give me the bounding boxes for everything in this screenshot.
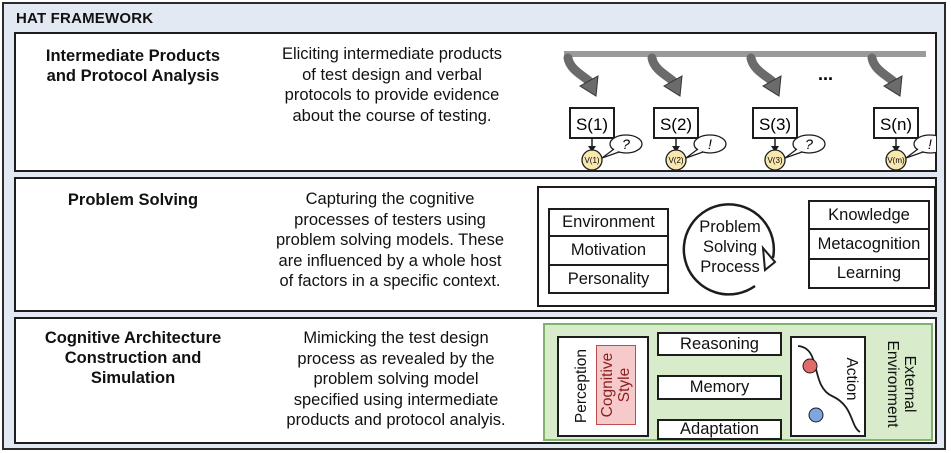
step-arrow-head [762,75,782,97]
factor-motivation: Motivation [548,235,669,266]
factor-personality: Personality [548,264,669,294]
section-title: Intermediate Products and Protocol Analy… [45,47,221,85]
factor-metacognition: Metacognition [808,228,930,260]
step-down-arrowhead [672,146,680,152]
section-description: Eliciting intermediate products of test … [281,45,503,125]
verbal-label: V(2) [668,156,683,165]
step-down-arrowhead [892,146,900,152]
speech-bubble-mark: ? [622,136,630,152]
section-title: Cognitive Architecture Construction and … [44,329,222,387]
section-description: Mimicking the test design process as rev… [286,329,506,429]
verbal-node [885,149,907,170]
factor-environment: Environment [548,208,669,237]
speech-bubble-tail [784,148,803,159]
step-box [569,107,615,139]
step-arrow-head [579,75,599,97]
step-arrow-icon [867,53,899,87]
speech-bubble-tail [685,148,704,159]
step-arrow-head [883,75,903,97]
verbal-node [581,149,603,170]
section-description: Capturing the cognitive processes of tes… [275,190,505,290]
step-label: S(n) [880,115,912,134]
speech-bubble-icon [609,134,643,154]
section-cognitive-architecture: Cognitive Architecture Construction and … [14,317,937,444]
verbal-node [764,149,786,170]
step-arrow-icon [647,53,679,87]
action-curve-icon [797,345,861,433]
protocol-diagram: S(1) V(1)? S(2) V(2)! S(3) V(3)? S(n) V(m)! ... [563,51,936,170]
speech-bubble-mark: ! [708,136,712,152]
section-protocol-analysis: Intermediate Products and Protocol Analy… [14,32,937,172]
factor-learning: Learning [808,258,930,289]
cognitive-style-box [596,345,636,425]
section-title: Problem Solving [67,191,199,209]
step-box [873,107,919,139]
problem-solving-process: Problem Solving Process [699,218,761,276]
step-down-arrowhead [588,146,596,152]
step-arrow-icon [563,53,595,87]
module-reasoning: Reasoning [657,332,782,356]
step-label: S(1) [576,115,608,134]
action-label: Action [843,357,860,401]
factor-knowledge: Knowledge [808,200,930,230]
speech-bubble-tail [905,148,924,159]
step-arrow-head [663,75,683,97]
perception-label: Perception [573,348,590,424]
speech-bubble-mark: ! [928,136,932,152]
speech-bubble-tail [601,148,620,159]
framework-title: HAT FRAMEWORK [16,10,154,27]
verbal-node [665,149,687,170]
step-label: S(2) [660,115,692,134]
module-adaptation: Adaptation [657,419,782,440]
module-memory: Memory [657,375,782,400]
step-label: S(3) [759,115,791,134]
verbal-label: V(m) [887,156,905,165]
process-cycle-icon [682,203,777,296]
problem-solving-diagram: Environment Motivation Personality Probl… [537,186,936,307]
verbal-label: V(3) [767,156,782,165]
speech-bubble-icon [913,134,936,154]
speech-bubble-mark: ? [805,136,813,152]
architecture-diagram: Perception Cognitive Style Reasoning Mem… [543,323,933,441]
external-environment-label: External Environment [884,340,918,428]
section-problem-solving: Problem Solving Capturing the cognitive … [14,177,937,312]
ellipsis: ... [818,64,833,84]
speech-bubble-icon [693,134,727,154]
verbal-label: V(1) [584,156,599,165]
cognitive-style-label: Cognitive Style [599,352,633,418]
step-down-arrowhead [771,146,779,152]
step-arrow-icon [746,53,778,87]
speech-bubble-icon [792,134,826,154]
